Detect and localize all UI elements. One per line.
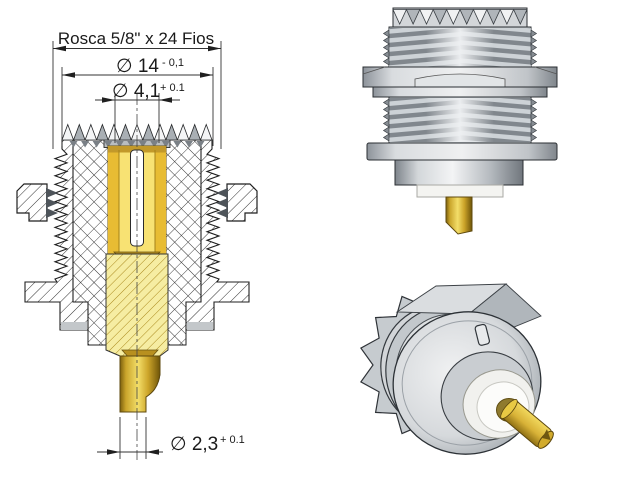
shell-step-face: [187, 322, 213, 330]
knurl-teeth-section: [61, 123, 213, 148]
thread-spec-label: Rosca 5/8" x 24 Fios: [58, 29, 214, 48]
hex-nut: [362, 66, 558, 88]
dimension-arrows: [53, 45, 221, 455]
rear-body: [394, 159, 524, 186]
dimension-annotations: [52, 41, 222, 459]
insulator-collar: [416, 184, 504, 198]
upper-thread: [382, 26, 538, 69]
solder-pin-3d: [500, 399, 554, 449]
dia-pin-label: ∅ 2,3: [170, 434, 218, 455]
lock-washer: [372, 86, 548, 98]
solder-pin-section: [119, 355, 161, 413]
outer-shell-section: [24, 139, 250, 331]
dia-pin-tolerance: + 0.1: [220, 434, 245, 446]
flange-key-slot: [474, 323, 491, 346]
dia-body-tolerance: - 0,1: [162, 57, 184, 69]
knurl-teeth: [392, 9, 528, 25]
thread-crest-silhouette: [382, 98, 538, 142]
dia-body-label: ∅ 14: [116, 56, 159, 77]
cross-section-view: Rosca 5/8" x 24 Fios ∅ 14 - 0,1 ∅ 4,1 + …: [16, 29, 258, 460]
shell-step-face: [61, 322, 87, 330]
hex-nut-tab-left: [16, 183, 48, 222]
mounting-flange: [366, 142, 558, 161]
dia-socket-tolerance: + 0.1: [160, 82, 185, 94]
flange-rim-line: [401, 320, 533, 446]
thread-engagement-marks: [46, 188, 228, 218]
lower-thread: [382, 96, 538, 144]
side-view: [362, 7, 558, 235]
isometric-view: [360, 283, 554, 455]
solder-pin-side: [445, 196, 473, 235]
hex-nut-tab-right: [226, 183, 258, 222]
dia-socket-label: ∅ 4,1: [112, 81, 160, 102]
thread-crest-silhouette: [382, 29, 538, 66]
